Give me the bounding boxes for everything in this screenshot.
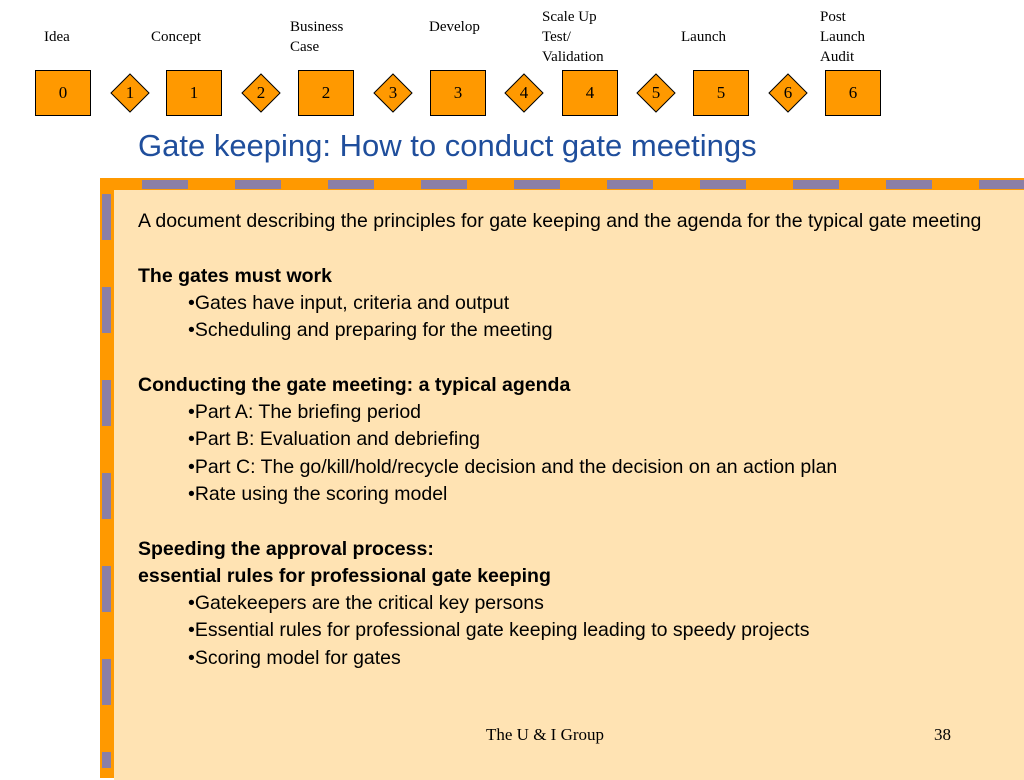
gate-number: 4 — [519, 83, 529, 102]
diamond-icon — [373, 73, 413, 113]
gate-number: 1 — [125, 83, 135, 102]
frame-dash — [700, 180, 746, 189]
gate-diamond-6: 6 — [768, 73, 808, 113]
gate-diamond-4: 4 — [504, 73, 544, 113]
frame-dash — [235, 180, 281, 189]
diamond-icon — [110, 73, 150, 113]
diamond-icon — [241, 73, 281, 113]
bullet-item: •Gates have input, criteria and output — [188, 291, 510, 314]
frame-dash — [102, 566, 111, 612]
stage-box-6: 6 — [825, 70, 881, 116]
gate-diamond-5: 5 — [636, 73, 676, 113]
gate-number: 3 — [388, 83, 398, 102]
frame-dash — [102, 659, 111, 705]
section-heading: Speeding the approval process: — [138, 537, 434, 560]
gate-number: 5 — [651, 83, 661, 102]
stage-box-1: 1 — [166, 70, 222, 116]
stage-label-develop: Develop — [429, 19, 480, 35]
stage-label-scale-up: Scale Up Test/ Validation — [542, 9, 604, 65]
gate-diamond-3: 3 — [373, 73, 413, 113]
frame-dash — [793, 180, 839, 189]
bullet-item: •Rate using the scoring model — [188, 482, 448, 505]
section-heading: Conducting the gate meeting: a typical a… — [138, 373, 571, 396]
frame-dash — [102, 380, 111, 426]
stage-label-idea: Idea — [44, 29, 70, 45]
slide-title: Gate keeping: How to conduct gate meetin… — [138, 128, 757, 163]
frame-dash — [102, 194, 111, 240]
frame-dash — [886, 180, 932, 189]
section-heading: essential rules for professional gate ke… — [138, 564, 551, 587]
diamond-icon — [636, 73, 676, 113]
intro-text: A document describing the principles for… — [138, 210, 982, 232]
frame-dash — [142, 180, 188, 189]
stage-box-2: 2 — [298, 70, 354, 116]
gate-number: 2 — [256, 83, 266, 102]
diamond-icon — [504, 73, 544, 113]
frame-dash — [607, 180, 653, 189]
page-number: 38 — [934, 725, 951, 744]
stage-label-concept: Concept — [151, 29, 201, 45]
bullet-item: •Part A: The briefing period — [188, 401, 422, 424]
bullet-item: •Part B: Evaluation and debriefing — [188, 428, 480, 451]
bullet-item: •Scheduling and preparing for the meetin… — [188, 319, 553, 342]
bullet-item: •Gatekeepers are the critical key person… — [188, 592, 544, 615]
gate-diamond-2: 2 — [241, 73, 281, 113]
stage-box-4: 4 — [562, 70, 618, 116]
stage-box-3: 3 — [430, 70, 486, 116]
frame-dash — [102, 752, 111, 768]
gate-diamond-1: 1 — [110, 73, 150, 113]
frame-dash — [102, 473, 111, 519]
gate-number: 6 — [783, 83, 793, 102]
stage-box-5: 5 — [693, 70, 749, 116]
diamond-icon — [768, 73, 808, 113]
frame-dash — [102, 287, 111, 333]
frame-dash — [328, 180, 374, 189]
footer-company: The U & I Group — [486, 725, 605, 744]
stage-box-0: 0 — [35, 70, 91, 116]
stage-label-post-launch-audit: Post Launch Audit — [820, 9, 865, 65]
bullet-item: •Essential rules for professional gate k… — [188, 619, 810, 642]
slide-body: A document describing the principles for… — [138, 208, 1008, 672]
stage-label-launch: Launch — [681, 29, 726, 45]
bullet-item: •Part C: The go/kill/hold/recycle decisi… — [188, 455, 838, 478]
frame-dash — [514, 180, 560, 189]
section-heading: The gates must work — [138, 264, 332, 287]
frame-dash — [421, 180, 467, 189]
bullet-item: •Scoring model for gates — [188, 646, 401, 669]
frame-dash — [979, 180, 1024, 189]
stage-label-business-case: Business Case — [290, 19, 344, 55]
content-panel — [114, 190, 1024, 780]
